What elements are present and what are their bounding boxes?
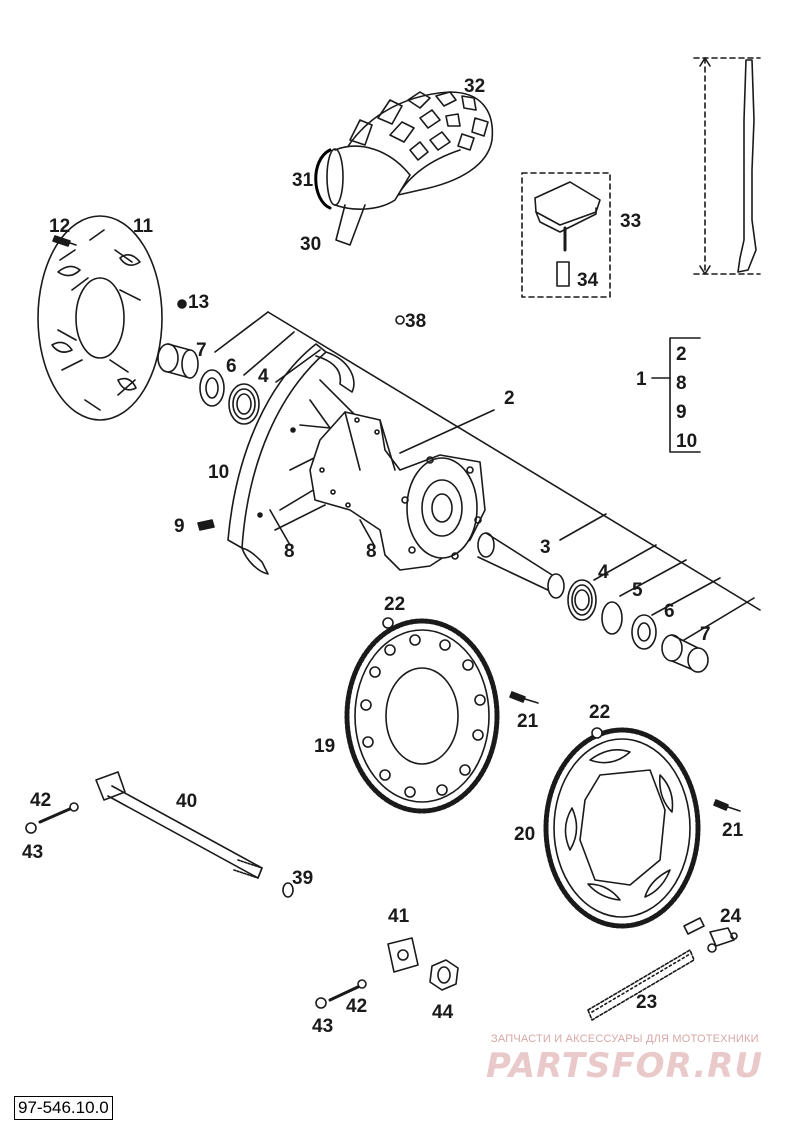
callout-5: 5: [632, 580, 643, 601]
axle: [95, 771, 263, 879]
brake-disc: [37, 215, 163, 421]
callout-2: 2: [504, 388, 515, 409]
screw-9: [197, 519, 215, 531]
callout-4-left: 4: [258, 366, 269, 387]
rim: [227, 343, 355, 575]
callout-42-top: 42: [30, 790, 51, 811]
callout-44: 44: [432, 1002, 454, 1023]
callout-23: 23: [636, 992, 657, 1013]
diagram-code: 97-546.10.0: [14, 1096, 113, 1120]
assembly-member-9: 9: [676, 402, 687, 423]
callout-6-left: 6: [226, 356, 237, 377]
callout-24: 24: [720, 906, 742, 927]
chain-link: [683, 917, 738, 953]
nipple-38: [395, 315, 405, 325]
bolt-42a: [38, 802, 79, 824]
callout-7-left: 7: [196, 340, 207, 361]
hub-spacer-tube: [477, 532, 565, 599]
callout-13: 13: [188, 292, 209, 313]
chain-adjuster: [387, 937, 419, 973]
nut-43a: [25, 822, 37, 834]
callout-6-right: 6: [664, 601, 675, 622]
callout-39: 39: [292, 868, 313, 889]
sprocket-19: [344, 618, 500, 814]
sprocket-20: [543, 727, 701, 929]
hub: [309, 411, 486, 571]
bolt-42b: [328, 979, 367, 1002]
callout-31: 31: [292, 170, 314, 191]
callout-34: 34: [577, 270, 599, 291]
seal-left: [199, 369, 225, 407]
rim-strip: [693, 57, 761, 275]
callout-30: 30: [300, 234, 321, 255]
callout-8-right: 8: [366, 541, 377, 562]
callout-8-left: 8: [284, 541, 295, 562]
spacer-left: [157, 343, 199, 379]
callout-38: 38: [405, 311, 426, 332]
callout-7-right: 7: [700, 624, 711, 645]
axle-nut: [429, 959, 459, 991]
callout-33: 33: [620, 211, 641, 232]
callout-21-right: 21: [722, 820, 744, 841]
assembly-leaders: [214, 311, 761, 641]
callout-42-bottom: 42: [346, 996, 367, 1017]
disc-screw: [52, 235, 77, 247]
assembly-member-2: 2: [676, 344, 687, 365]
bearing-right: [567, 579, 597, 621]
callout-21-top: 21: [517, 711, 539, 732]
callout-32: 32: [464, 76, 485, 97]
callout-20: 20: [514, 824, 535, 845]
screw-21b: [713, 799, 741, 812]
callout-3: 3: [540, 537, 551, 558]
chain: [587, 949, 695, 1021]
watermark-tagline: ЗАПЧАСТИ И АКСЕССУАРЫ ДЛЯ МОТОТЕХНИКИ: [491, 1033, 759, 1045]
inner-tube: [314, 145, 411, 246]
bearing-left: [228, 383, 260, 425]
callout-22-right: 22: [589, 702, 610, 723]
nut-13: [177, 299, 187, 309]
assembly-member-8: 8: [676, 373, 687, 394]
rim-lock-box: [521, 172, 611, 298]
callout-40: 40: [176, 791, 197, 812]
seal-right: [631, 614, 657, 650]
callout-12: 12: [49, 216, 70, 237]
nut-22b: [591, 727, 603, 739]
circlip: [601, 601, 623, 635]
callout-11: 11: [133, 216, 154, 237]
callout-43-bottom: 43: [312, 1016, 333, 1037]
screw-21a: [509, 691, 539, 704]
axle-cap: [282, 882, 294, 898]
callout-19: 19: [314, 736, 335, 757]
assembly-bracket: [651, 337, 701, 453]
nut-22a: [382, 617, 394, 629]
spacer-right: [661, 634, 709, 673]
tire: [339, 91, 494, 196]
watermark-brand: PARTSFOR.RU: [486, 1046, 764, 1086]
callout-22-top: 22: [384, 594, 405, 615]
callout-1: 1: [636, 369, 647, 390]
callout-10: 10: [208, 462, 229, 483]
callout-43-top: 43: [22, 842, 43, 863]
callout-9: 9: [174, 516, 185, 537]
callout-4-right: 4: [598, 562, 609, 583]
nut-43b: [315, 997, 327, 1009]
assembly-member-10: 10: [676, 431, 697, 452]
callout-41: 41: [388, 906, 410, 927]
